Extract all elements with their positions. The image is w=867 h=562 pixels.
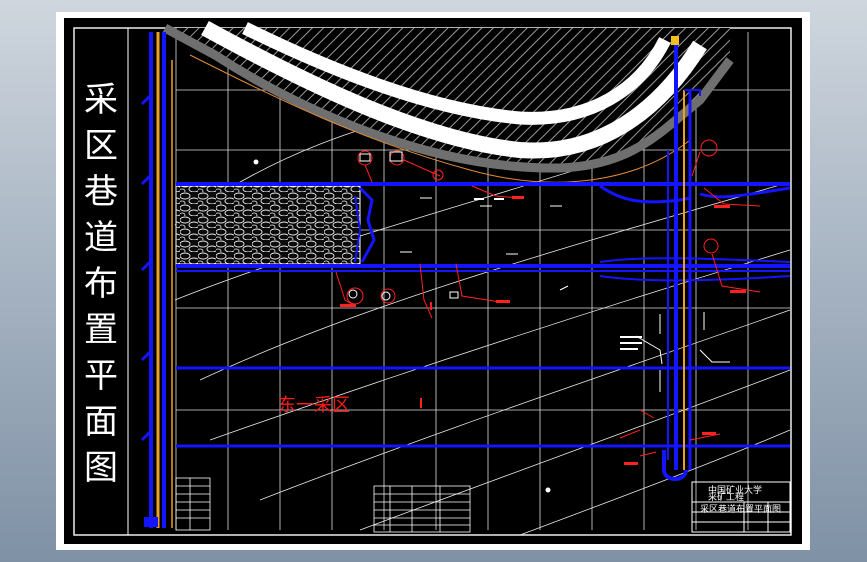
title-block-org: 中国矿业大学 xyxy=(708,486,763,496)
title-char: 采 xyxy=(84,80,118,120)
annotation-tags xyxy=(340,196,746,465)
roadways xyxy=(176,182,791,448)
title-block-dept: 采矿工程 xyxy=(708,493,745,503)
right-shaft xyxy=(662,36,701,481)
title-char: 布 xyxy=(84,264,118,304)
title-char: 巷 xyxy=(84,172,118,212)
zone-label: 东一采区 xyxy=(278,395,350,416)
legend-table-center xyxy=(373,485,471,533)
title-block-name: 采区巷道布置平面图 xyxy=(700,505,782,515)
equipment-symbols xyxy=(253,151,730,493)
title-char: 道 xyxy=(84,218,118,258)
title-char: 面 xyxy=(84,402,118,442)
gob-area xyxy=(175,185,361,265)
mining-boundary xyxy=(162,20,734,183)
main-shafts xyxy=(144,32,173,528)
title-char: 图 xyxy=(84,448,118,488)
shaft-ticks xyxy=(140,94,152,442)
title-char: 平 xyxy=(84,356,118,396)
legend-table-left xyxy=(175,477,211,531)
title-char: 区 xyxy=(84,126,118,166)
title-block-frame xyxy=(691,481,791,533)
leader-labels xyxy=(474,198,642,350)
title-char: 置 xyxy=(84,310,118,350)
